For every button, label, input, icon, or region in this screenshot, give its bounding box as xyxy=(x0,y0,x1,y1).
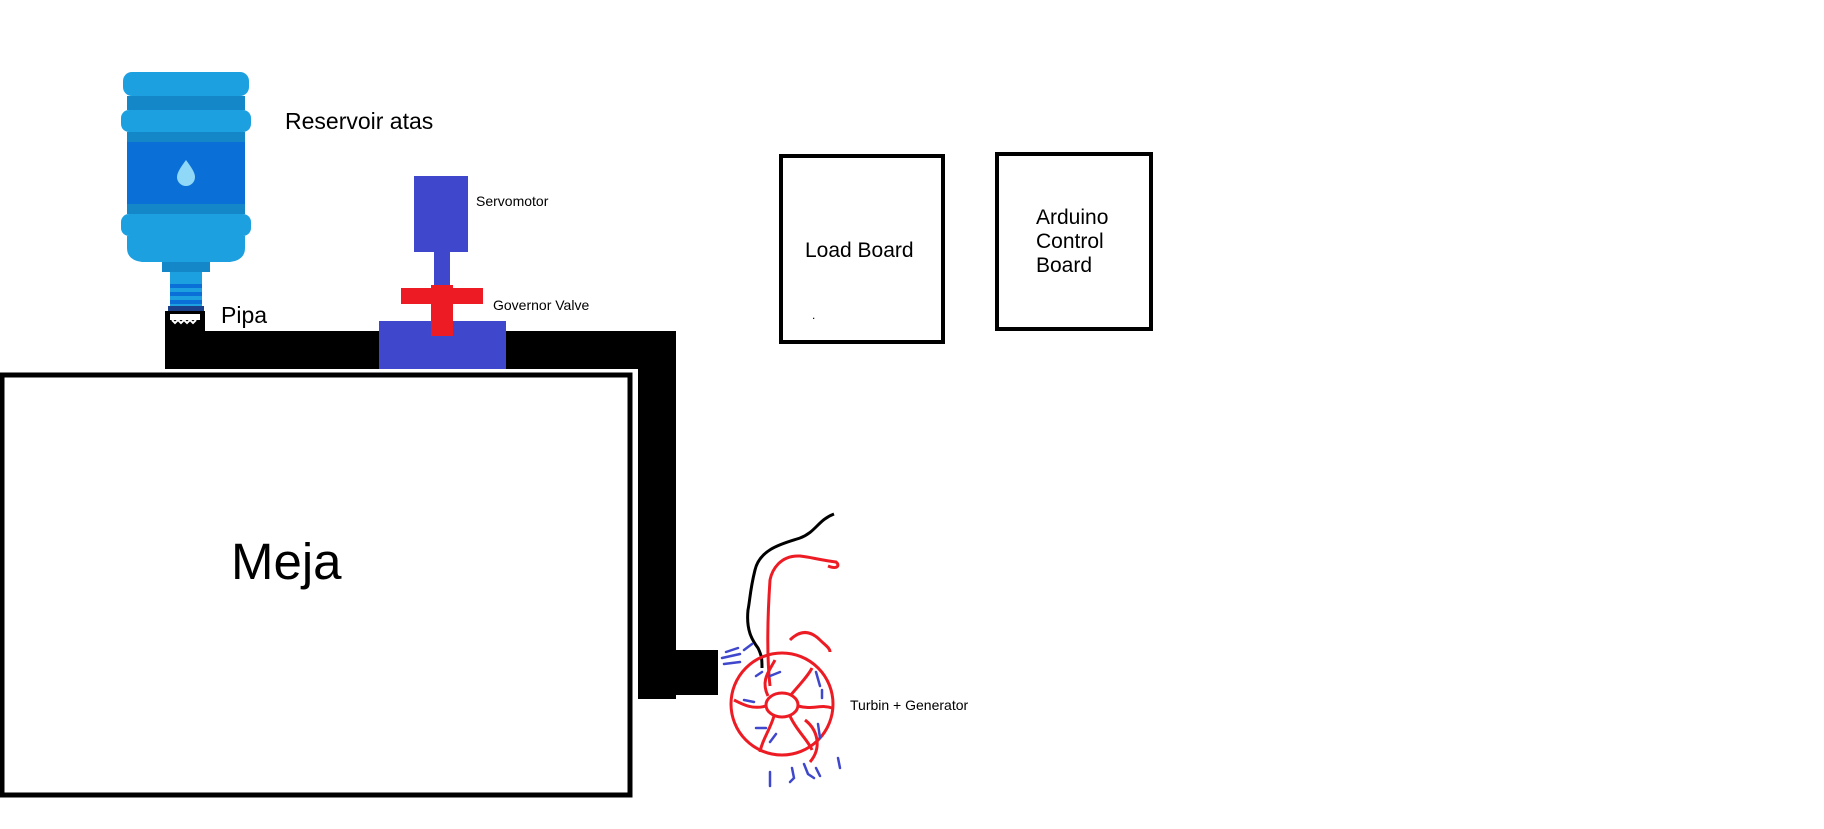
load-board-box xyxy=(779,154,945,344)
generator-wire xyxy=(746,512,835,669)
pipe-connector-cap xyxy=(170,314,200,320)
arduino-label-line: Board xyxy=(1036,254,1093,277)
stray-dot: . xyxy=(812,308,816,322)
meja-label: Meja xyxy=(231,533,342,590)
arduino-label-line: Arduino xyxy=(1036,206,1109,229)
meja-box xyxy=(0,372,633,798)
arduino-label-line: Control xyxy=(1036,230,1104,253)
valve-handle-icon xyxy=(401,285,483,336)
governor-valve-label: Governor Valve xyxy=(493,297,590,313)
water-drop-icon xyxy=(177,160,195,186)
servomotor-label: Servomotor xyxy=(476,193,549,209)
turbine-label: Turbin + Generator xyxy=(850,697,969,713)
turbine-wheel-icon xyxy=(729,554,840,763)
reservoir-label: Reservoir atas xyxy=(285,108,434,134)
water-splash xyxy=(720,642,842,788)
servomotor-shaft xyxy=(434,252,450,288)
pipa-label: Pipa xyxy=(221,302,268,328)
load-board-label: Load Board xyxy=(805,239,914,262)
arduino-board-box xyxy=(995,152,1153,331)
water-gallon-icon xyxy=(121,72,251,312)
servomotor-body xyxy=(414,176,468,252)
pipe-connector-teeth xyxy=(171,318,197,325)
arduino-board-label: Arduino Control Board xyxy=(1036,206,1156,278)
